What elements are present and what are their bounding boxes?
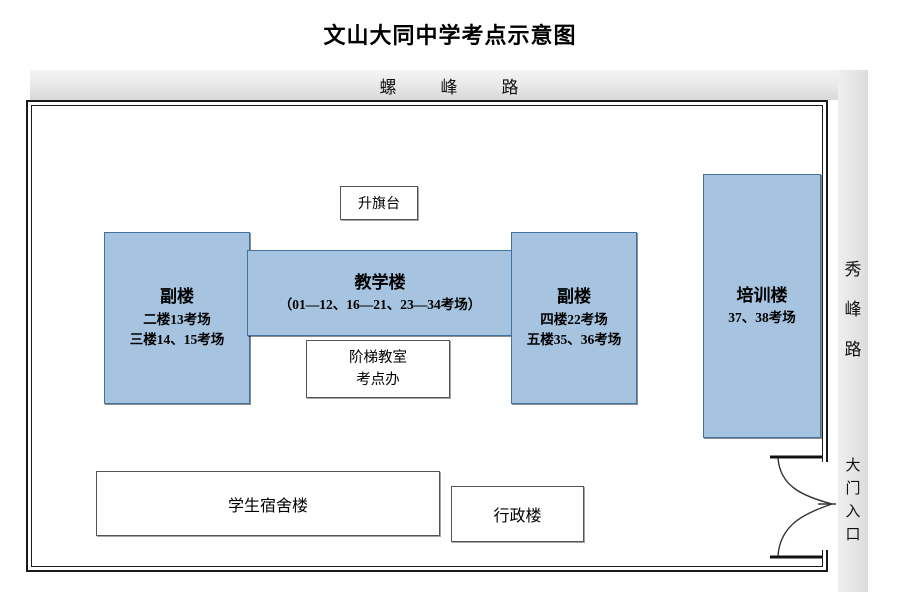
student-dormitory-label: 学生宿舍楼 xyxy=(227,497,308,515)
building-right-annex-line-1: 四楼22考场 xyxy=(540,312,608,328)
right-road-band xyxy=(838,70,868,592)
building-training-name: 培训楼 xyxy=(736,285,788,305)
flag-platform-box[interactable]: 升旗台 xyxy=(340,186,418,220)
gate-char-2: 门 xyxy=(845,481,861,497)
right-road-char-3: 路 xyxy=(844,340,862,359)
building-left-annex[interactable]: 副楼 二楼13考场 三楼14、15考场 xyxy=(104,232,250,404)
building-right-annex[interactable]: 副楼 四楼22考场 五楼35、36考场 xyxy=(511,232,637,404)
student-dormitory-box[interactable]: 学生宿舍楼 xyxy=(96,471,440,536)
building-right-annex-name: 副楼 xyxy=(557,287,591,307)
building-left-annex-name: 副楼 xyxy=(160,287,194,307)
building-left-annex-line-2: 三楼14、15考场 xyxy=(129,332,225,348)
building-teaching-name: 教学楼 xyxy=(354,272,406,292)
gate-char-4: 口 xyxy=(845,527,861,543)
gate-char-3: 入 xyxy=(845,504,861,520)
building-teaching[interactable]: 教学楼 （01—12、16—21、23—34考场） xyxy=(247,250,513,336)
right-road-char-1: 秀 xyxy=(844,260,862,279)
building-teaching-line-1: （01—12、16—21、23—34考场） xyxy=(278,297,482,313)
right-road-label: 秀 峰 路 xyxy=(838,250,868,370)
admin-building-box[interactable]: 行政楼 xyxy=(451,486,584,542)
flag-platform-label: 升旗台 xyxy=(358,197,400,212)
right-road-char-2: 峰 xyxy=(844,300,862,319)
lecture-hall-label: 阶梯教室 xyxy=(349,349,407,366)
gate-entrance-label: 大 门 入 口 xyxy=(838,455,868,547)
building-training-line-1: 37、38考场 xyxy=(728,310,796,326)
campus-wall-inner xyxy=(31,105,823,567)
top-road-band: 螺峰路 xyxy=(30,70,868,100)
lecture-hall-box[interactable]: 阶梯教室 考点办 xyxy=(306,340,450,398)
building-right-annex-line-2: 五楼35、36考场 xyxy=(526,332,622,348)
gate-char-1: 大 xyxy=(845,458,861,474)
exam-office-label: 考点办 xyxy=(356,372,400,388)
top-road-label: 螺峰路 xyxy=(379,77,563,97)
page-title: 文山大同中学考点示意图 xyxy=(323,23,577,48)
gate-arc-icon xyxy=(770,455,836,559)
building-training[interactable]: 培训楼 37、38考场 xyxy=(703,174,821,438)
admin-building-label: 行政楼 xyxy=(493,508,542,525)
building-left-annex-line-1: 二楼13考场 xyxy=(143,312,211,328)
